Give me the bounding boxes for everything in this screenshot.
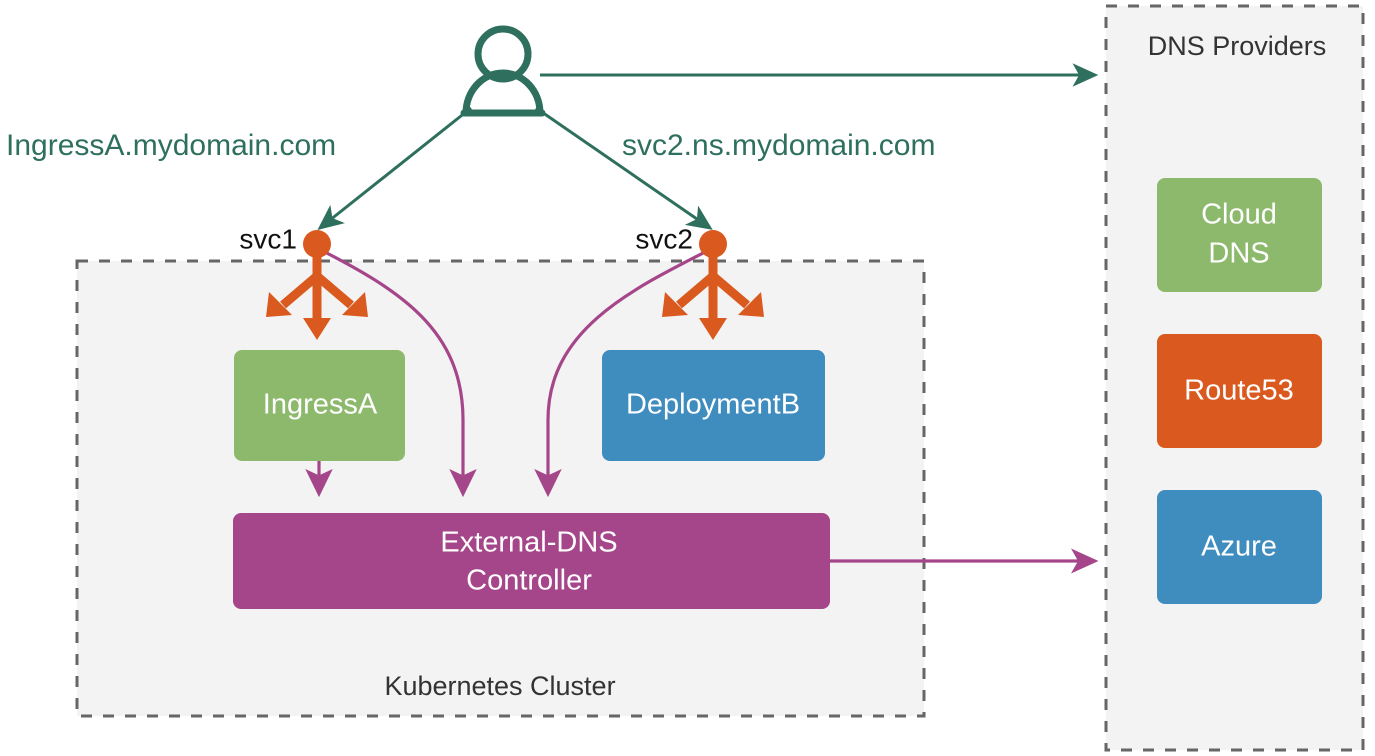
deploymentB-label: DeploymentB	[626, 389, 800, 421]
svc2-arrow-left	[662, 292, 688, 317]
service-icon-svc1[interactable]: svc1	[239, 223, 368, 340]
svc2-domain-label: svc2.ns.mydomain.com	[622, 129, 935, 162]
kubernetes-cluster-group: Kubernetes Cluster	[75, 259, 926, 718]
cloud-dns-label-line2: DNS	[1208, 238, 1269, 270]
svc1-controller-line	[316, 246, 477, 498]
azure-label: Azure	[1201, 531, 1277, 563]
edge-svc2-to-controller	[534, 246, 714, 498]
user-body	[462, 69, 544, 117]
edge-user-to-svc1: IngressA.mydomain.com	[6, 106, 472, 231]
user-svc1-line	[317, 106, 472, 231]
svc1-branch-left	[280, 272, 320, 309]
edge-user-to-svc2: svc2.ns.mydomain.com	[535, 106, 935, 230]
provider-cloud-dns[interactable]: Cloud DNS	[1157, 178, 1322, 292]
dns-providers-label: DNS Providers	[1148, 31, 1327, 61]
cloud-dns-label-line1: Cloud	[1201, 199, 1277, 231]
controller-label-line2: Controller	[466, 565, 592, 597]
ingress-domain-label: IngressA.mydomain.com	[6, 129, 336, 162]
svc2-arrow-right	[738, 292, 764, 317]
edge-svc1-to-controller	[316, 246, 477, 498]
svc1-branch-right	[314, 272, 354, 309]
user-icon[interactable]	[460, 25, 546, 117]
kubernetes-cluster-border	[75, 259, 926, 718]
svc1-label: svc1	[239, 223, 297, 254]
azure-box[interactable]	[1157, 490, 1322, 604]
kubernetes-cluster-label: Kubernetes Cluster	[384, 671, 615, 701]
route53-box[interactable]	[1157, 334, 1322, 448]
svc1-arrow-right	[342, 292, 368, 317]
svc2-branch-left	[676, 272, 716, 309]
user-head	[474, 25, 532, 83]
route53-label: Route53	[1184, 375, 1294, 407]
svc1-dot[interactable]	[303, 230, 331, 258]
deploymentB-box[interactable]	[602, 350, 825, 461]
svc2-dot[interactable]	[699, 230, 727, 258]
controller-box[interactable]	[233, 513, 830, 609]
node-deploymentB[interactable]: DeploymentB	[602, 350, 825, 461]
ingressA-label: IngressA	[263, 389, 378, 421]
svc2-branch-right	[710, 272, 750, 309]
svc2-controller-line	[534, 246, 714, 498]
service-icon-svc2[interactable]: svc2	[635, 223, 764, 340]
node-external-dns-controller[interactable]: External-DNS Controller	[233, 513, 830, 609]
provider-azure[interactable]: Azure	[1157, 490, 1322, 604]
node-ingressA[interactable]: IngressA	[234, 350, 405, 461]
svc1-arrow-down	[303, 318, 331, 340]
svc2-arrow-down	[699, 318, 727, 340]
svc2-label: svc2	[635, 223, 693, 254]
controller-label-line1: External-DNS	[440, 527, 617, 559]
provider-route53[interactable]: Route53	[1157, 334, 1322, 448]
cloud-dns-box[interactable]	[1157, 178, 1322, 292]
user-svc2-line	[535, 106, 713, 230]
ingressA-box[interactable]	[234, 350, 405, 461]
svc1-arrow-left	[266, 292, 292, 317]
